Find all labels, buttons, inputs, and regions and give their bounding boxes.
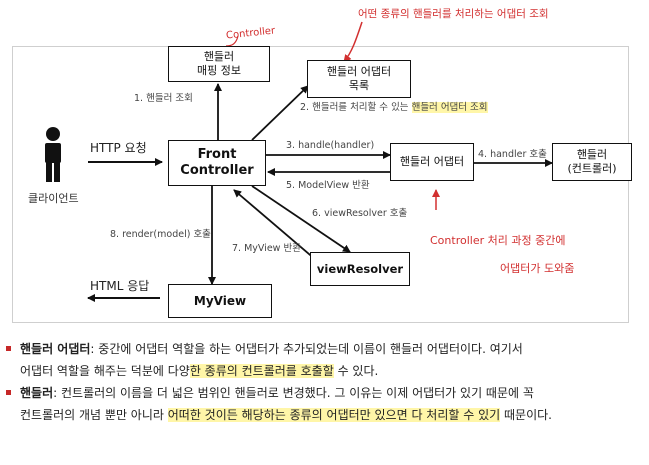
handler-controller-line2: (컨트롤러): [567, 162, 617, 175]
bullet-text: : 중간에 어댑터 역할을 하는 어댑터가 추가되었는데 이름이 핸들러 어댑터…: [90, 342, 523, 356]
http-request-label: HTTP 요청: [90, 141, 147, 155]
step2-highlight: 핸들러 어댑터 조회: [411, 102, 488, 113]
step2-arrow: [251, 85, 309, 141]
annotation-tick-controller: [225, 35, 239, 47]
arrows-layer: [45, 21, 553, 302]
bullet-line1: 핸들러: 컨트롤러의 이름을 더 넓은 범위인 핸들러로 변경했다. 그 이유는…: [20, 382, 642, 404]
bullet-text-b: 수 있다.: [333, 364, 379, 378]
explanation-list: 핸들러 어댑터: 중간에 어댑터 역할을 하는 어댑터가 추가되었는데 이름이 …: [6, 338, 642, 426]
bullet-marker-icon: [6, 390, 11, 395]
bullet-highlight: 한 종류의 컨트롤러를 호출할: [189, 364, 334, 378]
handler-adapter-label: 핸들러 어댑터: [399, 155, 465, 169]
step2-text: 2. 핸들러를 처리할 수 있는: [300, 102, 412, 113]
myview-box: MyView: [168, 284, 272, 318]
step5-label: 5. ModelView 반환: [286, 180, 370, 191]
architecture-diagram: 핸들러 매핑 정보 핸들러 어댑터 목록 Front Controller 핸들…: [12, 8, 632, 323]
handler-adapter-box: 핸들러 어댑터: [390, 143, 474, 181]
adapter-list-line2: 목록: [348, 79, 370, 92]
bullet-highlight: 어떠한 것이든 해당하는 종류의 어댑터만 있으면 다 처리할 수 있기: [167, 408, 501, 422]
adapter-list-box: 핸들러 어댑터 목록: [307, 60, 411, 98]
annotation-arrow-top: [343, 21, 363, 63]
adapter-list-line1: 핸들러 어댑터: [326, 65, 392, 79]
client-label: 클라이언트: [28, 192, 79, 205]
bullet-term: 핸들러 어댑터: [20, 342, 91, 356]
bullet-text: : 컨트롤러의 이름을 더 넓은 범위인 핸들러로 변경했다. 그 이유는 이제…: [53, 386, 534, 400]
bullet-line1: 핸들러 어댑터: 중간에 어댑터 역할을 하는 어댑터가 추가되었는데 이름이 …: [20, 338, 642, 360]
handler-mapping-box: 핸들러 매핑 정보: [168, 46, 270, 82]
front-controller-line2: Controller: [180, 163, 254, 178]
bullet-term: 핸들러: [20, 386, 54, 400]
client-person-icon: [45, 127, 61, 182]
front-controller-box: Front Controller: [168, 140, 266, 186]
bullet-text-b: 때문이다.: [500, 408, 552, 422]
handler-controller-box: 핸들러 (컨트롤러): [552, 143, 632, 181]
bullet-text-a: 어댑터 역할을 해주는 덕분에 다양: [20, 364, 190, 378]
annotation-bottom-line2: 어댑터가 도와줌: [500, 262, 575, 275]
step3-label: 3. handle(handler): [286, 140, 375, 151]
handler-controller-line1: 핸들러: [576, 148, 608, 162]
step6-label: 6. viewResolver 호출: [312, 208, 408, 219]
step2-label: 2. 핸들러를 처리할 수 있는 핸들러 어댑터 조회: [300, 99, 488, 113]
handler-mapping-line2: 매핑 정보: [197, 64, 241, 77]
diagram-frame: [12, 46, 629, 323]
html-response-label: HTML 응답: [90, 279, 150, 293]
step8-label: 8. render(model) 호출: [110, 229, 211, 240]
front-controller-line1: Front: [197, 146, 237, 162]
step6-arrow: [251, 185, 351, 253]
bullet-line2: 컨트롤러의 개념 뿐만 아니라 어떠한 것이든 해당하는 종류의 어댑터만 있으…: [20, 404, 642, 426]
step4-label: 4. handler 호출: [478, 149, 547, 160]
step7-arrow: [233, 189, 317, 261]
view-resolver-box: viewResolver: [310, 252, 410, 286]
step1-label: 1. 핸들러 조회: [134, 93, 193, 104]
step7-label: 7. MyView 반환: [232, 243, 301, 254]
annotation-top-right: 어떤 종류의 핸들러를 처리하는 어댑터 조회: [358, 8, 549, 20]
bullet-line2: 어댑터 역할을 해주는 덕분에 다양한 종류의 컨트롤러를 호출할 수 있다.: [20, 360, 642, 382]
bullet-item: 핸들러 어댑터: 중간에 어댑터 역할을 하는 어댑터가 추가되었는데 이름이 …: [6, 338, 642, 382]
view-resolver-label: viewResolver: [316, 261, 404, 276]
annotation-bottom-line1: Controller 처리 과정 중간에: [430, 234, 566, 247]
bullet-marker-icon: [6, 346, 11, 351]
myview-label: MyView: [193, 293, 247, 308]
bullet-item: 핸들러: 컨트롤러의 이름을 더 넓은 범위인 핸들러로 변경했다. 그 이유는…: [6, 382, 642, 426]
handler-mapping-line1: 핸들러: [203, 50, 235, 64]
bullet-text-a: 컨트롤러의 개념 뿐만 아니라: [20, 408, 168, 422]
